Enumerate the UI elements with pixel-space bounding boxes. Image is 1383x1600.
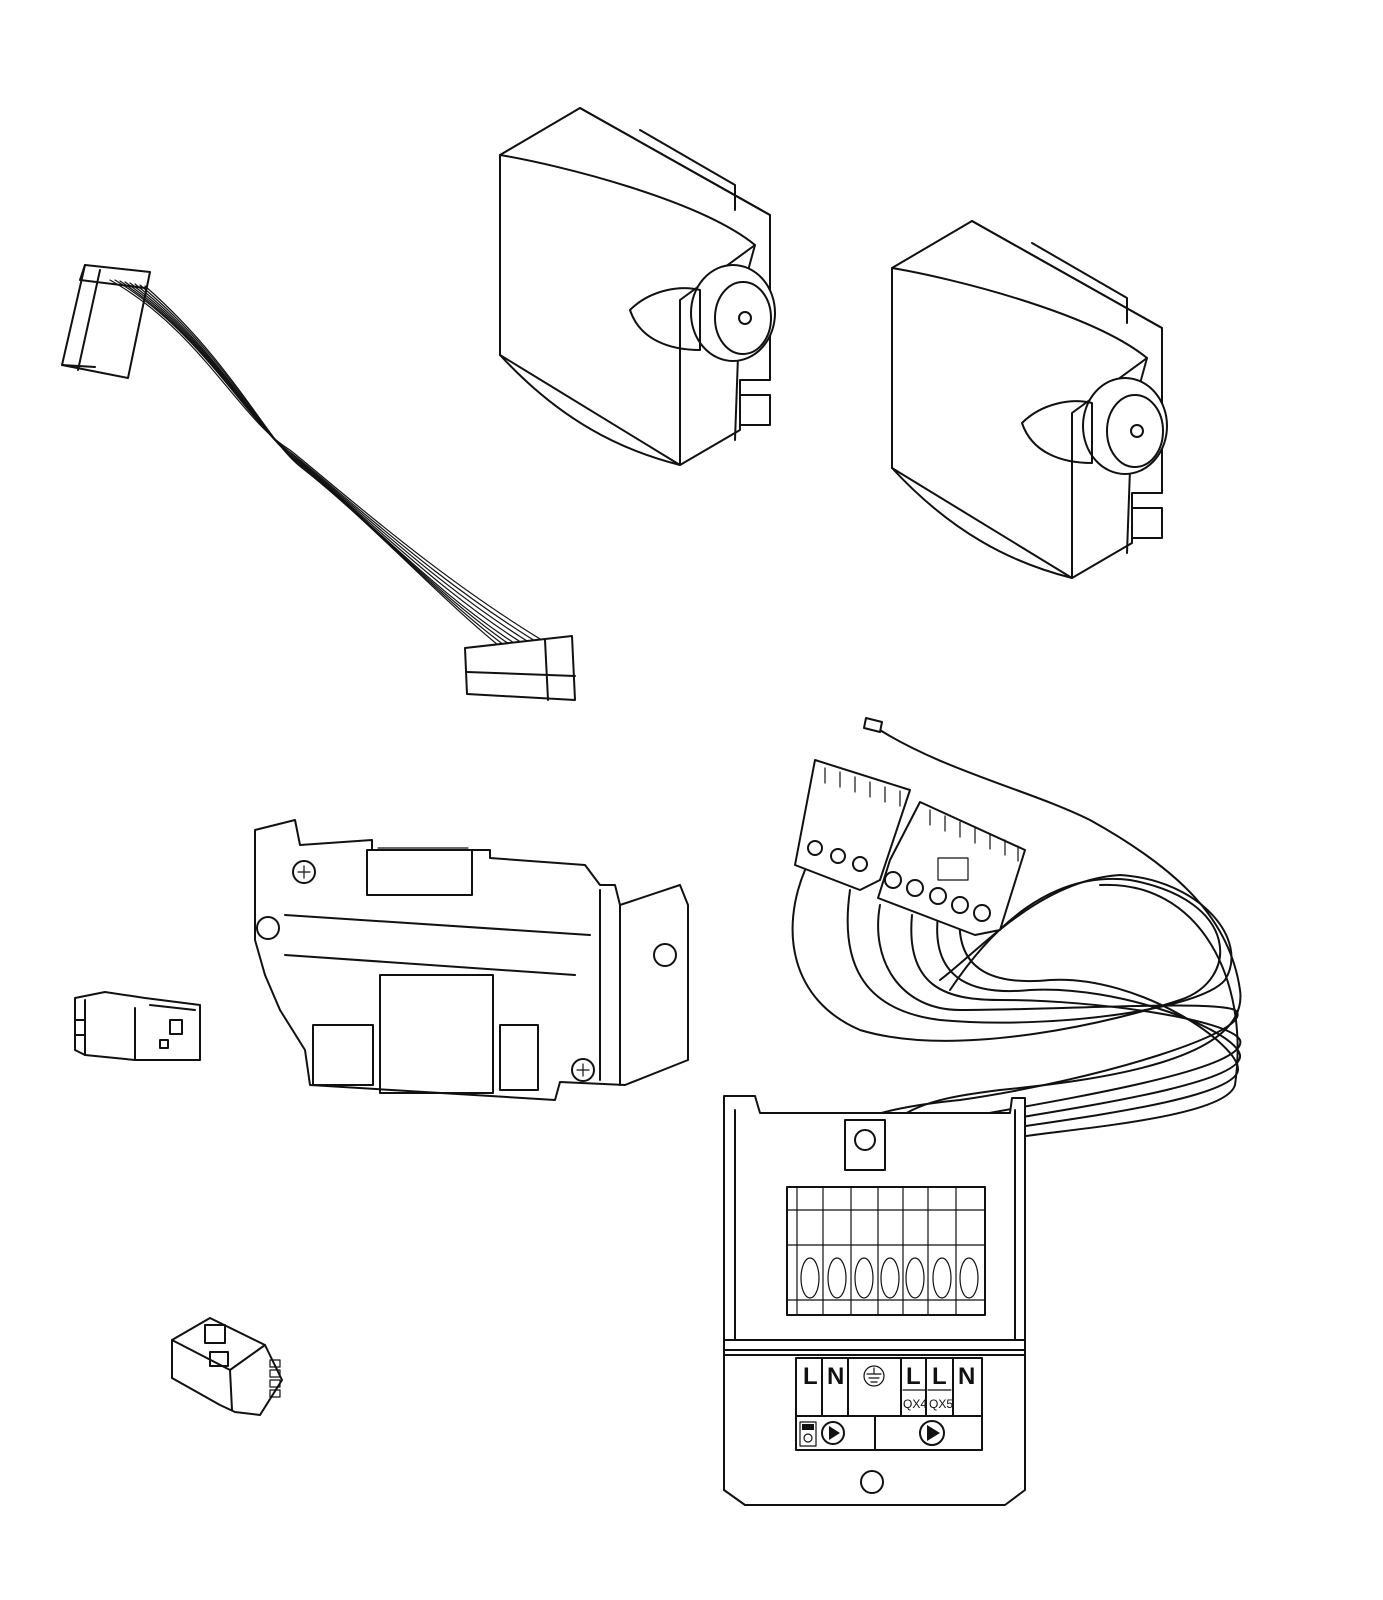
plug-connector — [171, 1317, 283, 1416]
wiring-box: L N L L N QX4 QX5 — [723, 1095, 1026, 1506]
actuator-2 — [891, 220, 1168, 579]
terminal-plug-left — [794, 759, 911, 891]
ribbon-cable — [61, 264, 576, 701]
actuator-1 — [499, 107, 776, 466]
small-connector — [74, 991, 201, 1061]
terminal-label: L N L L N QX4 QX5 — [795, 1357, 983, 1451]
circuit-board-module — [254, 819, 689, 1101]
pump-icon — [821, 1421, 845, 1445]
terminal-label-n: N — [827, 1363, 844, 1390]
terminal-sub-qx4: QX4 — [903, 1397, 927, 1411]
terminal-plug-right — [877, 801, 1026, 936]
terminal-label-l: L — [803, 1363, 818, 1390]
pump-icon — [919, 1420, 945, 1446]
ground-icon — [863, 1365, 885, 1387]
fuse-icon — [799, 1421, 817, 1447]
terminal-label-l-qx4: L — [906, 1363, 921, 1390]
terminal-label-l-qx5: L — [932, 1363, 947, 1390]
sensor-plug — [863, 717, 883, 733]
terminal-label-n2: N — [958, 1363, 975, 1390]
terminal-sub-qx5: QX5 — [929, 1397, 953, 1411]
